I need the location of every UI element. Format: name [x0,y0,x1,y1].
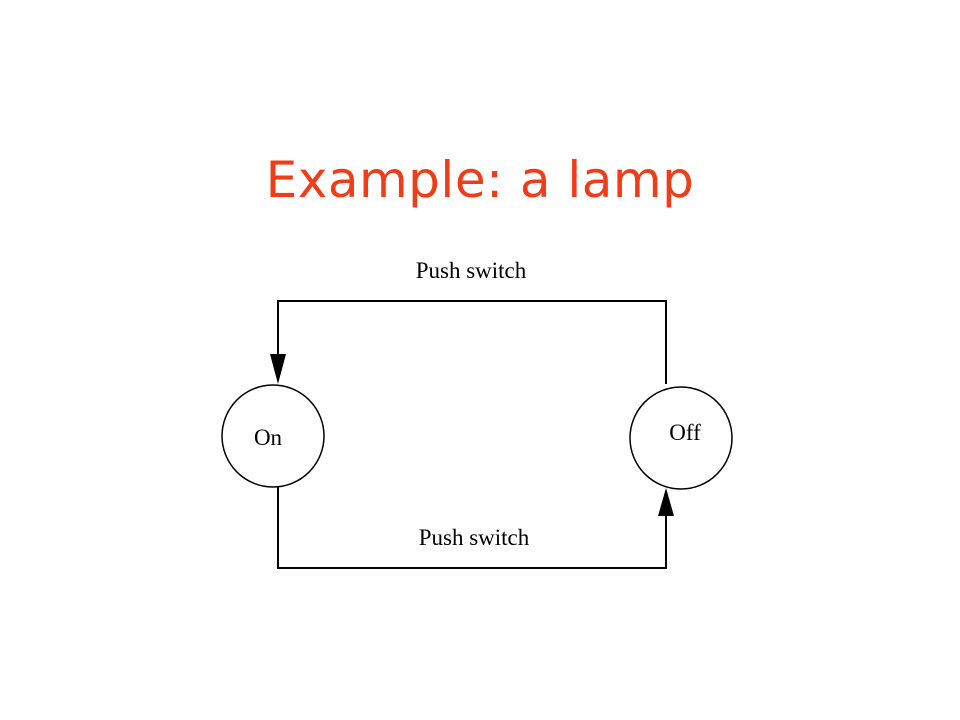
transition-off-to-on: Push switch [270,258,667,384]
transition-line-top [277,300,667,384]
state-off: Off [629,386,733,490]
arrowhead-into-on [270,354,286,384]
state-circle-on [221,384,325,488]
slide-title: Example: a lamp [265,151,695,209]
transition-label-top: Push switch [416,258,527,283]
arrowhead-into-off [658,488,674,516]
transition-label-bottom: Push switch [419,525,530,550]
transition-line-bottom [277,487,667,569]
transition-on-to-off: Push switch [277,487,674,569]
state-circle-off [629,386,733,490]
state-label-off: Off [669,420,701,445]
state-on: On [221,384,325,488]
state-label-on: On [254,425,283,450]
